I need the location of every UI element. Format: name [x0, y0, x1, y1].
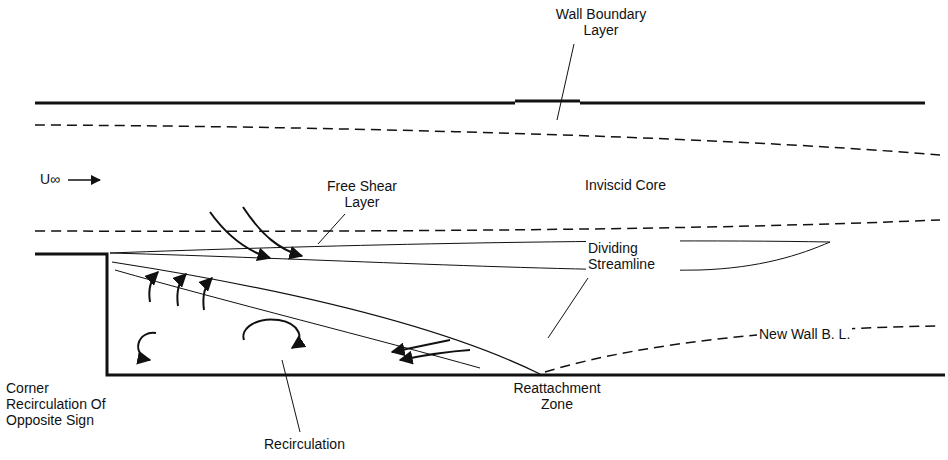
upflow-arrow [177, 274, 186, 306]
flow-label: Reattachment Zone [500, 380, 614, 412]
flow-label: Recirculation [262, 436, 347, 452]
leader-line [548, 278, 588, 338]
leader-line [557, 44, 574, 120]
shear-layer-upper [110, 241, 830, 253]
flow-label: Free Shear Layer [318, 178, 406, 210]
top-wall [35, 101, 925, 103]
flow-label: U∞ [38, 171, 62, 187]
new-boundary-layer-edge [545, 326, 940, 372]
upflow-arrow [203, 278, 212, 310]
recirculation-eddy [243, 319, 299, 348]
flow-label: Wall Boundary Layer [540, 6, 662, 38]
upflow-arrow [149, 272, 158, 302]
leader-line [282, 360, 300, 432]
core-edge [35, 220, 940, 231]
flow-label: Dividing Streamline [586, 240, 680, 272]
flow-label: Inviscid Core [583, 177, 668, 193]
flow-label: New Wall B. L. [757, 326, 852, 342]
recirculation-line [115, 270, 480, 368]
backflow-arrow [392, 340, 450, 352]
leader-line [318, 214, 345, 244]
entrainment-arrow [210, 212, 270, 258]
corner-eddy [138, 333, 156, 360]
backflow-arrow [400, 350, 470, 360]
shear-layer-lower [110, 242, 830, 270]
freestream-arrow [68, 179, 100, 181]
boundary-layer-edge [35, 125, 940, 155]
flow-label: Corner Recirculation Of Opposite Sign [4, 380, 118, 428]
dividing-streamline [112, 262, 540, 374]
step-wall [35, 254, 945, 375]
entrainment-arrow [243, 207, 302, 256]
